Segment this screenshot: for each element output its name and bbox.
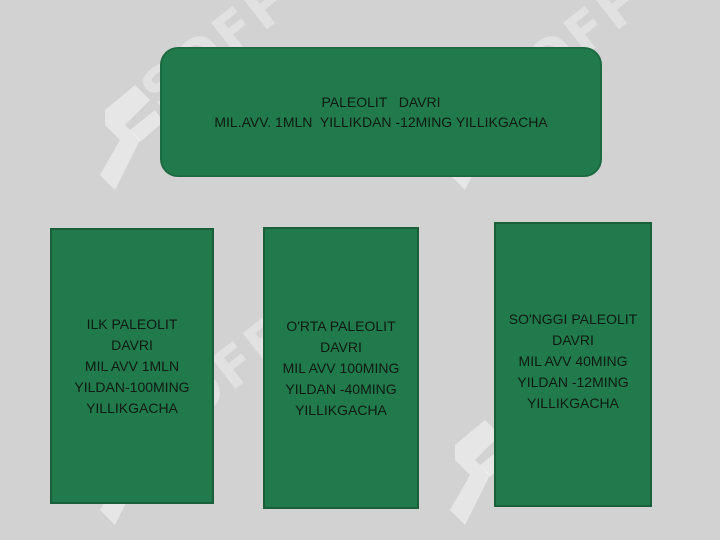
early-paleolithic-box: ILK PALEOLIT DAVRI MIL AVV 1MLN YILDAN-1… xyxy=(50,228,214,504)
box-line: SO'NGGI PALEOLIT xyxy=(508,311,638,327)
box-line: YILLIKGACHA xyxy=(527,395,619,411)
box-line: O'RTA PALEOLIT xyxy=(286,317,396,334)
late-paleolithic-box: SO'NGGI PALEOLIT DAVRI MIL AVV 40MING YI… xyxy=(494,222,652,507)
box-line: ILK PALEOLIT xyxy=(86,315,178,332)
box-line: YILLIKGACHA xyxy=(86,399,178,416)
box-line: MIL AVV 40MING xyxy=(518,353,628,369)
box-line: MIL AVV 1MLN xyxy=(84,357,180,374)
box-line: YILDAN -12MING xyxy=(517,374,629,390)
box-line: YILDAN -40MING xyxy=(285,380,397,397)
soff-logo-watermark xyxy=(100,85,163,190)
box-line: DAVRI xyxy=(111,336,153,353)
middle-paleolithic-box: O'RTA PALEOLIT DAVRI MIL AVV 100MING YIL… xyxy=(263,227,419,509)
box-line: DAVRI xyxy=(320,338,362,355)
box-line: YILLIKGACHA xyxy=(295,401,387,418)
box-line: MIL AVV 100MING xyxy=(282,359,400,376)
paleolit-period-box: PALEOLIT DAVRI MIL.AVV. 1MLN YILLIKDAN -… xyxy=(160,47,602,177)
box-line: YILDAN-100MING xyxy=(74,378,190,395)
box-date-range: MIL.AVV. 1MLN YILLIKDAN -12MING YILLIKGA… xyxy=(214,114,548,130)
box-title: PALEOLIT DAVRI xyxy=(321,94,441,110)
box-line: DAVRI xyxy=(552,332,594,348)
